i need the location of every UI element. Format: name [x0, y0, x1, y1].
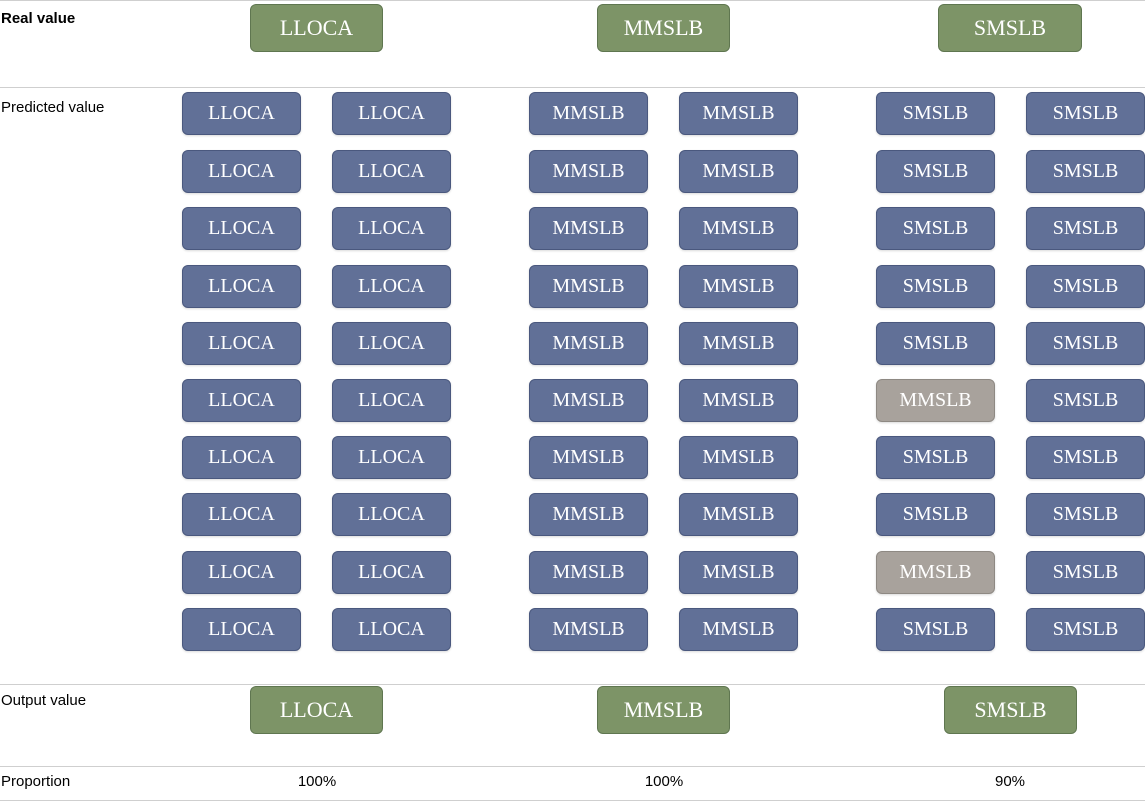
real-value-box-smslb: SMSLB: [938, 4, 1082, 52]
predicted-box-smslb-5-1: SMSLB: [876, 322, 995, 365]
output-proportion-divider: [0, 766, 1145, 767]
predicted-box-mmslb-10-1: MMSLB: [529, 608, 648, 651]
predicted-box-lloca-3-1: LLOCA: [182, 207, 301, 250]
predicted-box-smslb-7-1: SMSLB: [876, 436, 995, 479]
predicted-box-smslb-6-2: SMSLB: [1026, 379, 1145, 422]
proportion-lloca: 100%: [297, 773, 337, 790]
real-value-label: Real value: [1, 10, 76, 27]
predicted-box-lloca-3-2: LLOCA: [332, 207, 451, 250]
predicted-box-smslb-2-1: SMSLB: [876, 150, 995, 193]
predicted-box-lloca-1-2: LLOCA: [332, 92, 451, 135]
predicted-box-lloca-1-1: LLOCA: [182, 92, 301, 135]
predicted-box-mmslb-9-2: MMSLB: [679, 551, 798, 594]
predicted-box-smslb-1-2: SMSLB: [1026, 92, 1145, 135]
output-value-label: Output value: [1, 692, 87, 709]
proportion-mmslb: 100%: [644, 773, 684, 790]
predicted-box-mmslb-5-1: MMSLB: [529, 322, 648, 365]
predicted-box-mmslb-4-1: MMSLB: [529, 265, 648, 308]
output-value-box-mmslb: MMSLB: [597, 686, 730, 734]
predicted-box-lloca-7-2: LLOCA: [332, 436, 451, 479]
predicted-box-smslb-8-2: SMSLB: [1026, 493, 1145, 536]
predicted-box-lloca-9-2: LLOCA: [332, 551, 451, 594]
predicted-box-smslb-9-1: MMSLB: [876, 551, 995, 594]
predicted-box-smslb-1-1: SMSLB: [876, 92, 995, 135]
predicted-box-mmslb-3-2: MMSLB: [679, 207, 798, 250]
predicted-box-mmslb-4-2: MMSLB: [679, 265, 798, 308]
predicted-box-mmslb-3-1: MMSLB: [529, 207, 648, 250]
top-divider: [0, 0, 1145, 1]
predicted-box-lloca-5-2: LLOCA: [332, 322, 451, 365]
predicted-box-lloca-2-2: LLOCA: [332, 150, 451, 193]
real-value-box-lloca: LLOCA: [250, 4, 383, 52]
predicted-box-mmslb-7-1: MMSLB: [529, 436, 648, 479]
predicted-box-mmslb-2-2: MMSLB: [679, 150, 798, 193]
predicted-box-smslb-3-1: SMSLB: [876, 207, 995, 250]
predicted-box-lloca-10-2: LLOCA: [332, 608, 451, 651]
predicted-box-smslb-6-1: MMSLB: [876, 379, 995, 422]
predicted-box-mmslb-8-1: MMSLB: [529, 493, 648, 536]
predicted-box-lloca-10-1: LLOCA: [182, 608, 301, 651]
predicted-box-lloca-8-2: LLOCA: [332, 493, 451, 536]
output-value-box-smslb: SMSLB: [944, 686, 1077, 734]
predicted-box-smslb-8-1: SMSLB: [876, 493, 995, 536]
predicted-box-smslb-2-2: SMSLB: [1026, 150, 1145, 193]
predicted-box-lloca-5-1: LLOCA: [182, 322, 301, 365]
predicted-box-lloca-6-1: LLOCA: [182, 379, 301, 422]
predicted-box-smslb-5-2: SMSLB: [1026, 322, 1145, 365]
predicted-box-smslb-10-2: SMSLB: [1026, 608, 1145, 651]
predicted-output-divider: [0, 684, 1145, 685]
predicted-box-lloca-7-1: LLOCA: [182, 436, 301, 479]
predicted-value-label: Predicted value: [1, 99, 105, 116]
predicted-box-mmslb-10-2: MMSLB: [679, 608, 798, 651]
predicted-box-smslb-4-1: SMSLB: [876, 265, 995, 308]
predicted-box-mmslb-5-2: MMSLB: [679, 322, 798, 365]
predicted-box-mmslb-6-2: MMSLB: [679, 379, 798, 422]
predicted-box-smslb-10-1: SMSLB: [876, 608, 995, 651]
predicted-box-smslb-4-2: SMSLB: [1026, 265, 1145, 308]
predicted-box-mmslb-9-1: MMSLB: [529, 551, 648, 594]
proportion-label: Proportion: [1, 773, 71, 790]
predicted-box-smslb-9-2: SMSLB: [1026, 551, 1145, 594]
predicted-box-mmslb-1-2: MMSLB: [679, 92, 798, 135]
predicted-box-mmslb-2-1: MMSLB: [529, 150, 648, 193]
predicted-box-mmslb-7-2: MMSLB: [679, 436, 798, 479]
predicted-box-lloca-4-2: LLOCA: [332, 265, 451, 308]
predicted-box-lloca-8-1: LLOCA: [182, 493, 301, 536]
predicted-box-lloca-9-1: LLOCA: [182, 551, 301, 594]
predicted-box-smslb-3-2: SMSLB: [1026, 207, 1145, 250]
real-value-box-mmslb: MMSLB: [597, 4, 730, 52]
predicted-box-mmslb-1-1: MMSLB: [529, 92, 648, 135]
predicted-box-smslb-7-2: SMSLB: [1026, 436, 1145, 479]
predicted-box-mmslb-8-2: MMSLB: [679, 493, 798, 536]
proportion-smslb: 90%: [994, 773, 1026, 790]
predicted-box-lloca-6-2: LLOCA: [332, 379, 451, 422]
real-predicted-divider: [0, 87, 1145, 88]
predicted-box-lloca-2-1: LLOCA: [182, 150, 301, 193]
predicted-box-lloca-4-1: LLOCA: [182, 265, 301, 308]
predicted-box-mmslb-6-1: MMSLB: [529, 379, 648, 422]
output-value-box-lloca: LLOCA: [250, 686, 383, 734]
